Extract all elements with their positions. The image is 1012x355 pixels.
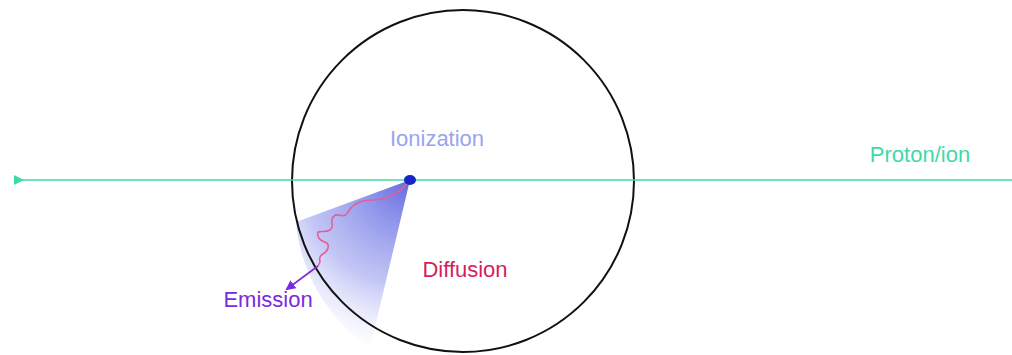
- particle-label: Proton/ion: [870, 143, 970, 167]
- process-label: Diffusion: [422, 258, 507, 282]
- process-label: Emission: [223, 288, 312, 312]
- ionization-point: [404, 175, 416, 185]
- process-label: Ionization: [390, 127, 484, 151]
- diffusion-path: [318, 182, 408, 266]
- particle-sphere: [292, 10, 634, 352]
- ion-track: [22, 179, 1012, 181]
- emission-arrow: [287, 266, 318, 289]
